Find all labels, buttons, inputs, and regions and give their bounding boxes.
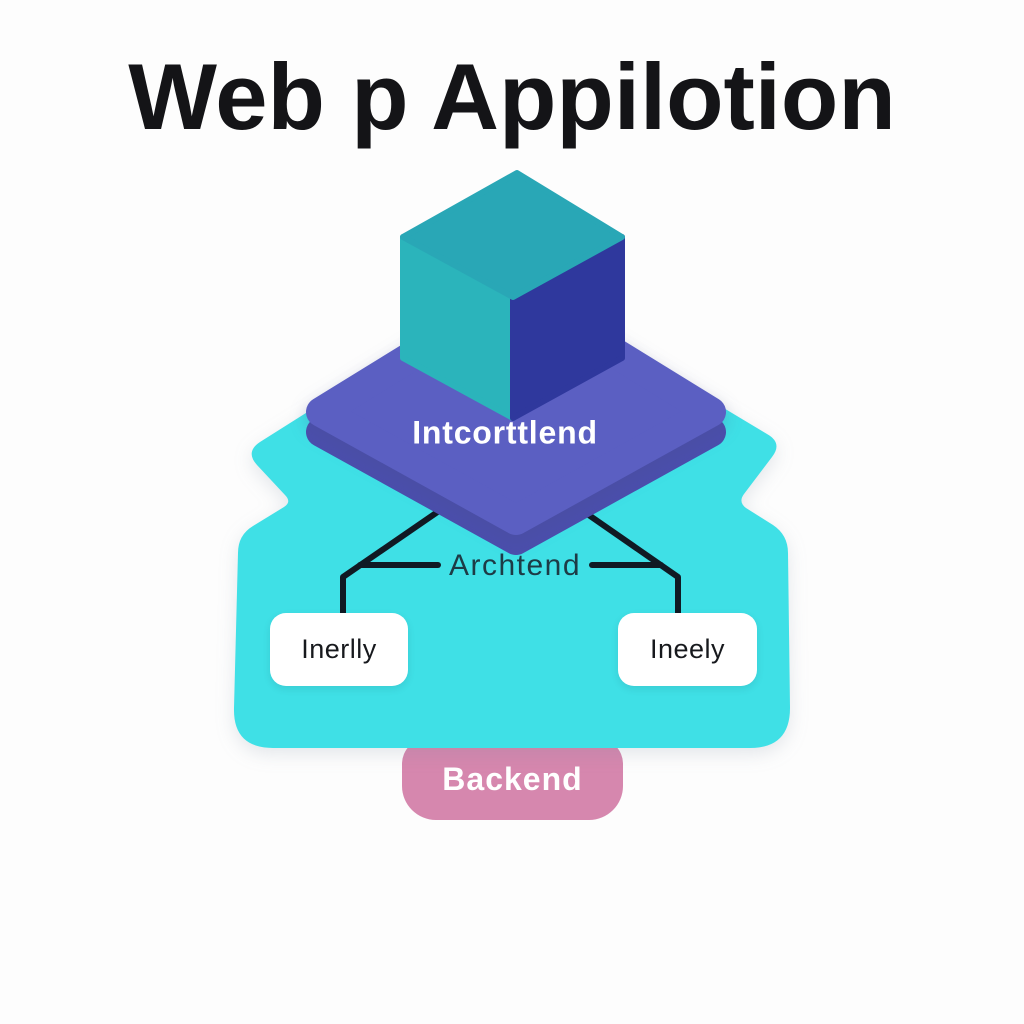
- connector-left: [340, 499, 455, 623]
- node-right-label: Ineely: [649, 634, 726, 664]
- page-title: Web p Appilotion: [128, 44, 896, 149]
- node-right: Ineely: [618, 613, 757, 686]
- cube-top-face: [400, 170, 625, 300]
- node-backend: Backend: [402, 738, 623, 820]
- isometric-cube: [400, 170, 625, 421]
- node-left-label: Inerlly: [301, 634, 377, 664]
- node-left: Inerlly: [270, 613, 408, 686]
- platform-label: Intcorttlend: [412, 414, 598, 451]
- center-label: Archtend: [448, 549, 582, 582]
- backend-label: Backend: [442, 760, 583, 797]
- connector-right: [567, 499, 681, 623]
